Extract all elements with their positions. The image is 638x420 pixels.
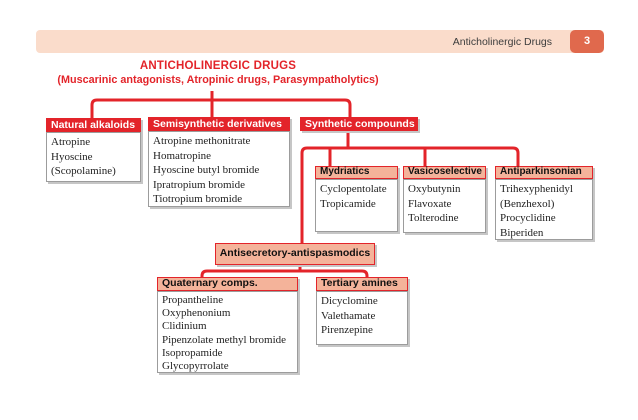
connector-synthetic-bracket (300, 146, 520, 244)
drug-item: Oxyphenonium (162, 307, 231, 320)
drug-item: Hyoscine butyl bromide (153, 164, 260, 176)
diagram-subtitle: (Muscarinic antagonists, Atropinic drugs… (57, 74, 379, 86)
drug-item: Dicyclomine (321, 295, 378, 307)
drug-item: Atropine methonitrate (153, 135, 251, 147)
drug-item: Isopropamide (162, 346, 223, 359)
drug-item: Oxybutynin (408, 183, 461, 195)
drug-item: Glycopyrrolate (162, 360, 229, 373)
running-header-title: Anticholinergic Drugs (452, 35, 552, 48)
drug-item: Hyoscine (51, 150, 93, 163)
drug-item: Homatropine (153, 149, 212, 162)
drug-item: Tropicamide (320, 197, 376, 210)
drug-item: Tolterodine (408, 212, 459, 224)
connector-top-bracket (90, 98, 352, 118)
drug-item: Valethamate (321, 309, 376, 322)
group-header-semisynthetic-derivatives: Semisynthetic derivatives (148, 117, 290, 131)
drug-item: Trihexyphenidyl (500, 183, 573, 195)
drug-item: Cyclopentolate (320, 183, 387, 195)
group-header-mydriatics: Mydriatics (315, 166, 398, 179)
drug-item: Procyclidine (500, 212, 556, 224)
page-number-badge: 3 (570, 30, 604, 53)
group-semisynthetic-derivatives: Semisynthetic derivatives Atropine metho… (148, 117, 290, 207)
drug-item: Flavoxate (408, 197, 452, 210)
group-header-vasicoselective: Vasicoselective (403, 166, 486, 179)
group-synthetic-compounds: Synthetic compounds (300, 117, 418, 131)
group-header-synthetic-compounds: Synthetic compounds (300, 117, 418, 131)
connector-antisecretory-bracket (200, 269, 369, 278)
running-header-bar: Anticholinergic Drugs 3 (36, 30, 604, 53)
group-header-antiparkinsonian: Antiparkinsonian (495, 166, 593, 179)
drug-item: (Benzhexol) (500, 197, 555, 210)
drug-item: Propantheline (162, 294, 224, 306)
diagram-title: ANTICHOLINERGIC DRUGS (139, 60, 297, 72)
drug-item: Ipratropium bromide (153, 178, 245, 191)
drug-item: Tiotropium bromide (153, 193, 243, 205)
group-header-tertiary-amines: Tertiary amines (316, 277, 408, 291)
drug-item: (Scopolamine) (51, 165, 116, 177)
drug-item: Pipenzolate methyl bromide (162, 333, 287, 346)
group-header-antisecretory-antispasmodics: Antisecretory-antispasmodics (215, 243, 375, 265)
group-antiparkinsonian: Antiparkinsonian Trihexyphenidyl (Benzhex… (495, 166, 593, 240)
drug-item: Atropine (51, 136, 91, 148)
drug-item: Pirenzepine (321, 324, 373, 336)
group-header-natural-alkaloids: Natural alkaloids (46, 118, 141, 132)
group-header-quaternary-compounds: Quaternary comps. (157, 277, 298, 291)
drug-item: Biperiden (500, 226, 544, 239)
drug-item: Clidinium (162, 320, 207, 333)
